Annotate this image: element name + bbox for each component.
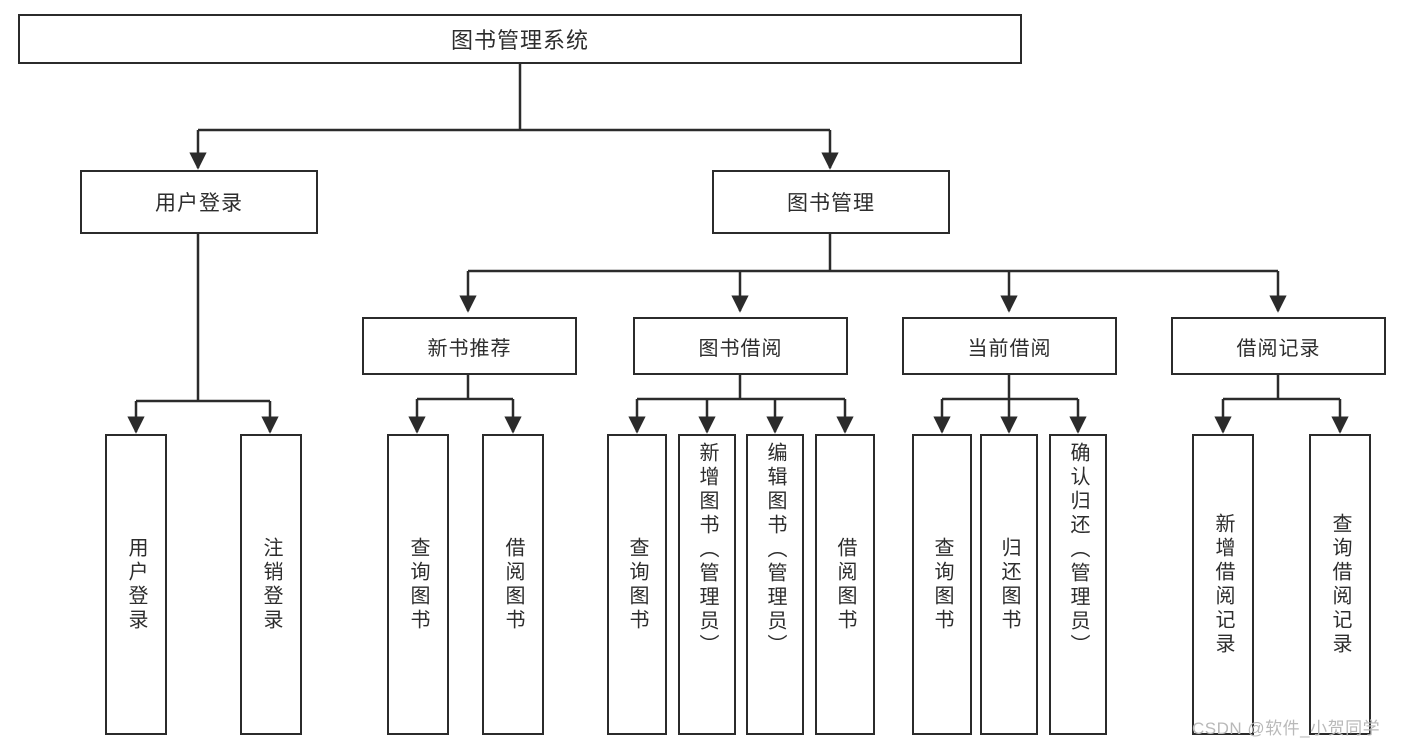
leaf-label: 查询图书: [407, 536, 429, 633]
leaf-current-confirm-return-admin[interactable]: 确认归还（管理员）: [1049, 434, 1107, 735]
leaf-label: 归还图书: [998, 536, 1020, 633]
leaf-current-return-book[interactable]: 归还图书: [980, 434, 1038, 735]
node-book-management-label: 图书管理: [787, 192, 875, 215]
leaf-label: 注销登录: [260, 536, 282, 633]
leaf-borrow-borrow-book[interactable]: 借阅图书: [815, 434, 875, 735]
leaf-new-book-borrow[interactable]: 借阅图书: [482, 434, 544, 735]
node-user-login[interactable]: 用户登录: [80, 170, 318, 234]
leaf-label: 新增图书（管理员）: [696, 442, 718, 658]
node-root-label: 图书管理系统: [450, 28, 589, 53]
leaf-current-query-book[interactable]: 查询图书: [912, 434, 972, 735]
node-current-borrow-label: 当前借阅: [967, 337, 1052, 360]
node-current-borrow[interactable]: 当前借阅: [902, 317, 1117, 375]
node-book-borrow-label: 图书借阅: [698, 337, 783, 360]
node-book-borrow[interactable]: 图书借阅: [633, 317, 848, 375]
leaf-label: 用户登录: [125, 536, 147, 633]
leaf-new-book-query[interactable]: 查询图书: [387, 434, 449, 735]
node-borrow-record-label: 借阅记录: [1236, 337, 1321, 360]
leaf-label: 查询图书: [626, 536, 648, 633]
leaf-label: 借阅图书: [834, 536, 856, 633]
node-user-login-label: 用户登录: [155, 192, 243, 215]
leaf-borrow-query-book[interactable]: 查询图书: [607, 434, 667, 735]
leaf-borrow-add-book-admin[interactable]: 新增图书（管理员）: [678, 434, 736, 735]
leaf-user-login-login[interactable]: 用户登录: [105, 434, 167, 735]
node-borrow-record[interactable]: 借阅记录: [1171, 317, 1386, 375]
leaf-label: 确认归还（管理员）: [1067, 442, 1089, 658]
leaf-record-add-record[interactable]: 新增借阅记录: [1192, 434, 1254, 735]
csdn-watermark: CSDN @软件_小贺同学: [1192, 719, 1381, 738]
leaf-user-login-logout[interactable]: 注销登录: [240, 434, 302, 735]
leaf-label: 借阅图书: [502, 536, 524, 633]
leaf-label: 编辑图书（管理员）: [764, 442, 786, 658]
node-new-book-recommend[interactable]: 新书推荐: [362, 317, 577, 375]
leaf-label: 查询图书: [931, 536, 953, 633]
node-root[interactable]: 图书管理系统: [18, 14, 1022, 64]
leaf-record-query-record[interactable]: 查询借阅记录: [1309, 434, 1371, 735]
leaf-label: 查询借阅记录: [1329, 512, 1351, 657]
node-new-book-recommend-label: 新书推荐: [427, 337, 512, 360]
node-book-management[interactable]: 图书管理: [712, 170, 950, 234]
leaf-label: 新增借阅记录: [1212, 512, 1234, 657]
leaf-borrow-edit-book-admin[interactable]: 编辑图书（管理员）: [746, 434, 804, 735]
